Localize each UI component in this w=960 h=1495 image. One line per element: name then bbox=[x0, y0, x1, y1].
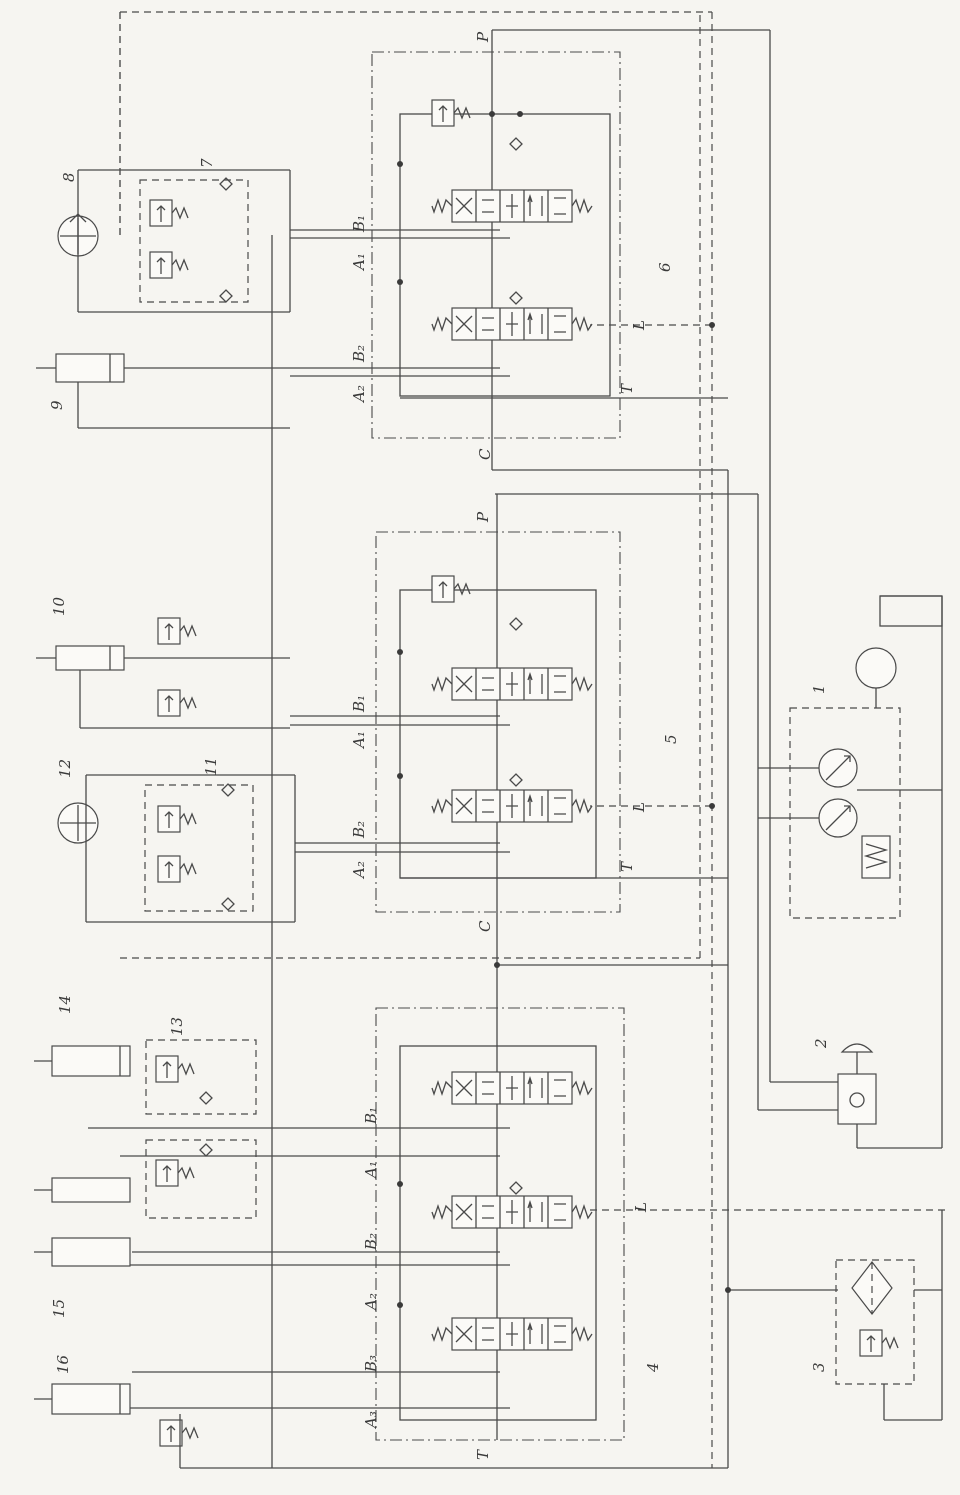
port-b3-4: B₃ bbox=[362, 1355, 380, 1373]
port-b1-5: B₁ bbox=[350, 695, 368, 713]
label-12: 12 bbox=[56, 759, 74, 778]
port-b2-5: B₂ bbox=[350, 821, 368, 839]
port-a3-4: A₃ bbox=[362, 1411, 380, 1430]
port-b1-4: B₁ bbox=[362, 1107, 380, 1125]
main-lines bbox=[119, 11, 948, 1469]
valve-block-6 bbox=[290, 51, 715, 439]
port-c-5: C bbox=[476, 920, 494, 932]
label-4: 4 bbox=[644, 1362, 662, 1373]
label-1: 1 bbox=[810, 684, 828, 694]
valve-block-5 bbox=[290, 531, 715, 968]
port-b2-6: B₂ bbox=[350, 345, 368, 363]
port-p-6: P bbox=[474, 31, 492, 43]
label-16: 16 bbox=[54, 1354, 72, 1374]
port-a2-6: A₂ bbox=[350, 385, 368, 404]
valve-block-4 bbox=[88, 1007, 731, 1441]
port-l-6: L bbox=[630, 320, 648, 331]
labels: 8 7 9 10 11 12 14 13 15 16 6 5 4 1 2 3 P… bbox=[48, 31, 830, 1460]
port-a2-4: A₂ bbox=[362, 1293, 380, 1312]
label-2: 2 bbox=[812, 1038, 830, 1049]
label-9: 9 bbox=[48, 400, 66, 410]
label-3: 3 bbox=[810, 1362, 828, 1372]
port-t-4: T bbox=[474, 1449, 492, 1460]
supply-unit bbox=[758, 595, 943, 1421]
port-a1-6: A₁ bbox=[350, 253, 368, 272]
port-a1-4: A₁ bbox=[362, 1161, 380, 1180]
port-t-5: T bbox=[618, 861, 636, 872]
port-a2-5: A₂ bbox=[350, 861, 368, 880]
port-c-6: C bbox=[476, 448, 494, 460]
label-13: 13 bbox=[168, 1017, 186, 1036]
label-14: 14 bbox=[56, 995, 74, 1014]
label-10: 10 bbox=[50, 596, 68, 616]
label-8: 8 bbox=[60, 172, 78, 182]
port-l-4: L bbox=[632, 1202, 650, 1213]
port-a1-5: A₁ bbox=[350, 731, 368, 750]
port-b2-4: B₂ bbox=[362, 1233, 380, 1251]
label-6: 6 bbox=[656, 262, 674, 272]
label-7: 7 bbox=[198, 158, 216, 168]
port-t-6: T bbox=[618, 383, 636, 394]
port-p-5: P bbox=[474, 511, 492, 523]
label-11: 11 bbox=[202, 757, 220, 776]
label-5: 5 bbox=[662, 734, 680, 744]
label-15: 15 bbox=[50, 1299, 68, 1318]
port-b1-6: B₁ bbox=[350, 215, 368, 233]
port-l-5: L bbox=[630, 802, 648, 813]
actuators bbox=[34, 169, 296, 1468]
